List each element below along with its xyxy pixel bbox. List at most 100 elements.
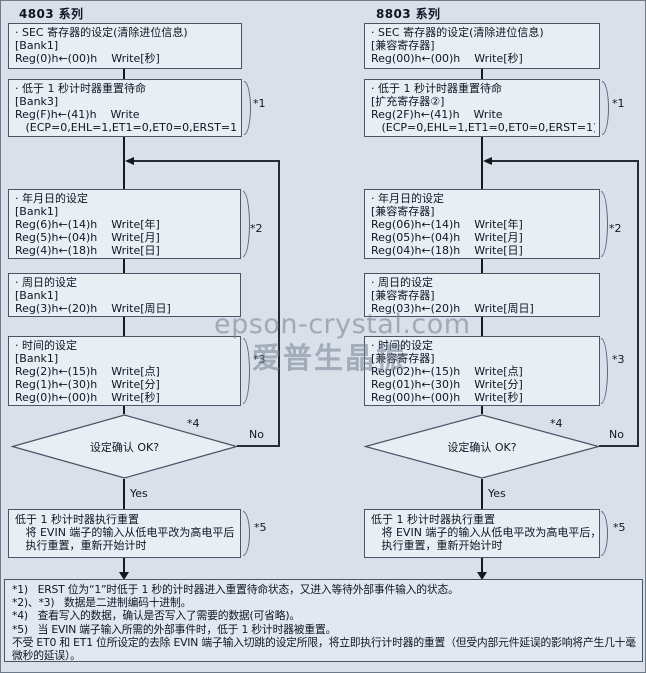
col-8803-note-5: *5 <box>613 521 626 534</box>
col-4803-time-bracket <box>243 338 250 404</box>
text-line: 低于 1 秒计时器执行重置 <box>15 513 139 526</box>
text-line: Reg(3)h←(20)h Write[周日] <box>15 302 171 315</box>
col-4803-time-box: · 时间的设定[Bank1]Reg(2)h←(15)h Write[点]Reg(… <box>8 336 241 406</box>
text-line: · 年月日的设定 <box>15 192 88 205</box>
col-8803-date-bracket <box>601 191 608 257</box>
loop-line <box>237 445 280 447</box>
connector-line <box>481 69 483 79</box>
text-line: Reg(0)h←(00)h Write[秒] <box>15 391 160 404</box>
text-line: [Bank1] <box>15 352 59 365</box>
text-line: Reg(02)h←(15)h Write[点] <box>371 365 523 378</box>
col-8803-standby-box: · 低于 1 秒计时器重置待命[扩充寄存器②]Reg(2F)h←(41)h Wr… <box>364 79 600 137</box>
text-line: [兼容寄存器] <box>371 352 435 365</box>
text-line: Reg(05)h←(04)h Write[月] <box>371 231 523 244</box>
col-8803-note-1: *1 <box>612 97 625 110</box>
connector-line <box>123 558 125 573</box>
col-8803-standby-bracket <box>602 81 609 135</box>
text-line: *2)、*3) 数据是二进制编码十进制。 <box>12 596 192 610</box>
text-line: [Bank1] <box>15 39 59 52</box>
text-line: 将 EVIN 端子的输入从低电平改为高电平后， <box>15 526 236 539</box>
col-8803-reset-bracket <box>601 511 608 556</box>
col-8803-decision-label: 设定确认 OK? <box>447 440 517 454</box>
col-4803-reset-bracket <box>243 511 250 556</box>
col-4803-weekday-box: · 周日的设定[Bank1]Reg(3)h←(20)h Write[周日] <box>8 273 241 317</box>
col-4803-date-box: · 年月日的设定[Bank1]Reg(6)h←(14)h Write[年]Reg… <box>8 189 241 259</box>
watermark-text-cjk: 爱普生晶振 <box>252 341 408 375</box>
col-4803-yes-label: Yes <box>130 487 148 500</box>
text-line: *1) ERST 位为“1”时低于 1 秒的计时器进入重置待命状态，又进入等待外… <box>12 583 459 596</box>
col-8803-sec-box: · SEC 寄存器的设定(清除进位信息)[兼容寄存器]Reg(00)h←(00)… <box>364 23 600 69</box>
col-4803-decision-label: 设定确认 OK? <box>89 440 160 454</box>
text-line: [兼容寄存器] <box>371 289 435 302</box>
text-line: Reg(2F)h←(41)h Write <box>371 108 503 121</box>
connector-line <box>481 479 483 509</box>
connector-line <box>123 479 125 509</box>
connector-line <box>123 259 125 273</box>
text-line: [Bank1] <box>15 289 59 302</box>
connector-line <box>123 406 125 414</box>
connector-line <box>123 69 125 79</box>
text-line: 执行重置，重新开始计时 <box>15 539 147 552</box>
footnotes-box: *1) ERST 位为“1”时低于 1 秒的计时器进入重置待命状态，又进入等待外… <box>4 579 643 662</box>
text-line: Reg(00)h←(00)h Write[秒] <box>371 391 523 404</box>
col-4803-note-3: *3 <box>253 353 266 366</box>
text-line: · SEC 寄存器的设定(清除进位信息) <box>371 26 544 39</box>
text-line: Reg(5)h←(04)h Write[月] <box>15 231 160 244</box>
text-line: Reg(6)h←(14)h Write[年] <box>15 218 160 231</box>
text-line: Reg(F)h←(41)h Write <box>15 108 140 121</box>
text-line: [兼容寄存器] <box>371 205 435 218</box>
text-line: Reg(1)h←(30)h Write[分] <box>15 378 160 391</box>
col-8803-reset-box: 低于 1 秒计时器执行重置 将 EVIN 端子的输入从低电平改为高电平后， 执行… <box>364 509 600 558</box>
col-8803-note-2: *2 <box>609 222 622 235</box>
col-4803-reset-box: 低于 1 秒计时器执行重置 将 EVIN 端子的输入从低电平改为高电平后， 执行… <box>8 509 241 558</box>
col-8803-date-box: · 年月日的设定[兼容寄存器]Reg(06)h←(14)h Write[年]Re… <box>364 189 600 259</box>
text-line: *4) 查看写入的数据，确认是否写入了需要的数据(可省略)。 <box>12 609 300 623</box>
connector-line <box>481 558 483 573</box>
arrow-down-icon <box>119 572 129 580</box>
text-line: · 周日的设定 <box>371 276 433 289</box>
col-4803-note-1: *1 <box>253 97 266 110</box>
col-4803-note-2: *2 <box>250 222 263 235</box>
text-line: [扩充寄存器②] <box>371 95 445 108</box>
text-line: · 低于 1 秒计时器重置待命 <box>15 82 146 95</box>
connector-line <box>481 406 483 414</box>
col-4803-standby-bracket <box>244 81 251 135</box>
text-line: (ECP=0,EHL=1,ET1=0,ET0=0,ERST=1) <box>371 121 595 134</box>
col-8803-note-3: *3 <box>612 353 625 366</box>
text-line: [兼容寄存器] <box>371 39 435 52</box>
text-line: · 周日的设定 <box>15 276 77 289</box>
col-8803-time-bracket <box>601 338 608 404</box>
text-line: 低于 1 秒计时器执行重置 <box>371 513 495 526</box>
text-line: [Bank3] <box>15 95 59 108</box>
connector-line <box>123 137 125 189</box>
text-line: · 低于 1 秒计时器重置待命 <box>371 82 502 95</box>
col-4803-note-5: *5 <box>254 521 267 534</box>
col-8803-weekday-box: · 周日的设定[兼容寄存器]Reg(03)h←(20)h Write[周日] <box>364 273 600 317</box>
col-4803-sec-box: · SEC 寄存器的设定(清除进位信息)[Bank1]Reg(0)h←(00)h… <box>8 23 242 69</box>
text-line: 不受 ET0 和 ET1 位所设定的去除 EVIN 端子输入切跳的设定所限，将立… <box>12 635 636 649</box>
text-line: 微秒的延误）。 <box>12 649 81 663</box>
text-line: 执行重置，重新开始计时 <box>371 539 503 552</box>
text-line: · 年月日的设定 <box>371 192 444 205</box>
col-4803-title: 4803 系列 <box>19 7 84 21</box>
col-8803-title: 8803 系列 <box>376 7 441 21</box>
loop-line <box>490 160 639 162</box>
text-line: 将 EVIN 端子的输入从低电平改为高电平后， <box>371 526 595 539</box>
col-8803-time-box: · 时间的设定[兼容寄存器]Reg(02)h←(15)h Write[点]Reg… <box>364 336 600 406</box>
text-line: (ECP=0,EHL=1,ET1=0,ET0=0,ERST=1) <box>15 121 237 134</box>
text-line: Reg(01)h←(30)h Write[分] <box>371 378 523 391</box>
connector-line <box>481 317 483 336</box>
arrow-left-icon <box>483 157 492 165</box>
col-8803-decision-diamond <box>364 414 600 479</box>
text-line: · SEC 寄存器的设定(清除进位信息) <box>15 26 188 39</box>
arrow-left-icon <box>125 157 134 165</box>
loop-line <box>278 160 280 447</box>
col-4803-standby-box: · 低于 1 秒计时器重置待命[Bank3]Reg(F)h←(41)h Writ… <box>8 79 242 137</box>
loop-line <box>637 160 639 447</box>
col-8803-note-4: *4 <box>550 417 563 430</box>
col-4803-no-label: No <box>249 428 264 441</box>
text-line: Reg(4)h←(18)h Write[日] <box>15 244 160 257</box>
col-8803-no-label: No <box>609 428 624 441</box>
loop-line <box>132 160 280 162</box>
